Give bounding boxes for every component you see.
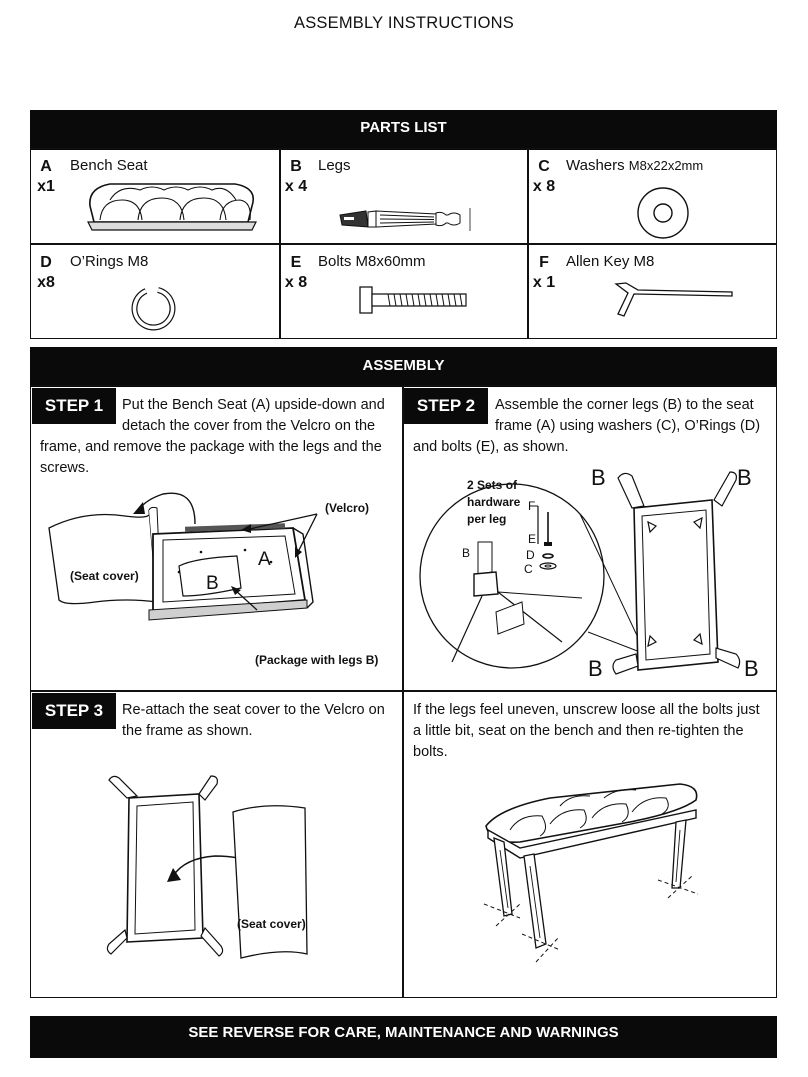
part-b-name: Legs	[318, 157, 351, 174]
leg-b-label: B	[737, 465, 752, 490]
part-spec: M8x22x2mm	[628, 158, 704, 173]
parts-col-divider	[279, 148, 281, 339]
finished-bench-illustration	[480, 778, 710, 968]
step-1-line: Put the Bench Seat (A) upside-down and	[122, 397, 385, 413]
part-qty: x 8	[284, 274, 308, 291]
allen-key-icon	[612, 280, 736, 320]
part-d-code: D x8	[34, 253, 58, 293]
step-2-line: frame (A) using washers (C), O’Rings (D)	[495, 418, 761, 434]
assembly-heading-text: ASSEMBLY	[362, 357, 445, 374]
leg-b-label: B	[744, 656, 759, 681]
assembly-row-divider	[30, 690, 777, 692]
leg-b-label: B	[591, 465, 606, 490]
page-title: ASSEMBLY INSTRUCTIONS	[294, 14, 514, 32]
part-name: Legs	[318, 157, 351, 174]
part-name: Washers	[566, 157, 625, 174]
part-letter: D	[40, 254, 52, 271]
part-qty: x1	[37, 178, 55, 195]
hardware-label: per leg	[467, 512, 507, 526]
step-1-line: detach the cover from the Velcro on the	[122, 418, 376, 434]
bolt-icon	[358, 285, 470, 315]
part-letter: C	[538, 158, 550, 175]
o-ring-icon	[132, 286, 176, 330]
part-b-callout: B	[206, 573, 219, 594]
part-name: Bolts M8x60mm	[318, 253, 426, 270]
part-a-name: Bench Seat	[70, 157, 148, 174]
part-name: O’Rings M8	[70, 253, 149, 270]
parts-list-heading-text: PARTS LIST	[360, 119, 447, 136]
b-small-label: B	[462, 546, 471, 560]
hardware-label: 2 Sets of	[467, 478, 518, 492]
step-label: STEP 2	[416, 396, 476, 415]
tip-line: If the legs feel uneven, unscrew loose a…	[413, 702, 760, 718]
washer-icon	[636, 186, 690, 240]
seat-cover-label: (Seat cover)	[237, 917, 306, 931]
part-b-code: B x 4	[284, 157, 308, 197]
part-d-name: O’Rings M8	[70, 253, 148, 270]
parts-list-heading: PARTS LIST	[30, 110, 777, 150]
step-2-illustration	[412, 462, 772, 684]
part-e-name: Bolts M8x60mm	[318, 253, 426, 270]
part-qty: x 8	[532, 178, 556, 195]
tip-line: a little bit, seat on the bench and then…	[413, 723, 744, 739]
part-c-code: C x 8	[532, 157, 556, 197]
velcro-label: (Velcro)	[325, 501, 370, 515]
footer-text: SEE REVERSE FOR CARE, MAINTENANCE AND WA…	[188, 1024, 619, 1041]
bench-seat-icon	[80, 176, 265, 236]
part-f-code: F x 1	[532, 253, 556, 293]
d-label: D	[526, 548, 535, 562]
step-2-badge: STEP 2	[404, 388, 488, 424]
step-1-badge: STEP 1	[32, 388, 116, 424]
hardware-label: hardware	[467, 495, 521, 509]
part-a-callout: A	[258, 549, 271, 570]
e-label: E	[528, 532, 537, 546]
step-3-line: Re-attach the seat cover to the Velcro o…	[122, 702, 385, 718]
leg-b-label: B	[588, 656, 603, 681]
parts-row-divider	[30, 243, 777, 245]
part-a-code: A x1	[34, 157, 58, 197]
part-qty: x 4	[284, 178, 308, 195]
seat-cover-label: (Seat cover)	[70, 569, 139, 583]
step-label: STEP 1	[44, 396, 104, 415]
step-1-line: screws.	[40, 460, 90, 476]
step-2-line: Assemble the corner legs (B) to the seat	[495, 397, 754, 413]
part-letter: E	[290, 254, 302, 271]
step-2-line: and bolts (E), as shown.	[413, 439, 569, 455]
step-1-illustration	[45, 470, 395, 680]
c-label: C	[524, 562, 533, 576]
part-letter: B	[290, 158, 302, 175]
package-label: (Package with legs B)	[255, 653, 379, 667]
part-letter: A	[40, 158, 52, 175]
part-c-name: Washers M8x22x2mm	[566, 157, 703, 174]
assembly-heading: ASSEMBLY	[30, 347, 777, 387]
part-name: Allen Key M8	[566, 253, 655, 270]
footer-banner: SEE REVERSE FOR CARE, MAINTENANCE AND WA…	[30, 1016, 777, 1058]
step-3-badge: STEP 3	[32, 693, 116, 729]
f-label: F	[528, 499, 536, 513]
tip-line: bolts.	[413, 744, 448, 760]
part-e-code: E x 8	[284, 253, 308, 293]
part-qty: x8	[37, 274, 55, 291]
part-qty: x 1	[532, 274, 556, 291]
step-1-line: frame, and remove the package with the l…	[40, 439, 382, 455]
step-3-illustration	[95, 772, 315, 972]
part-name: Bench Seat	[70, 157, 148, 174]
step-3-line: the frame as shown.	[122, 723, 253, 739]
leg-icon	[336, 205, 476, 235]
part-f-name: Allen Key M8	[566, 253, 654, 270]
part-letter: F	[539, 254, 549, 271]
parts-col-divider	[527, 148, 529, 339]
step-label: STEP 3	[44, 701, 104, 720]
